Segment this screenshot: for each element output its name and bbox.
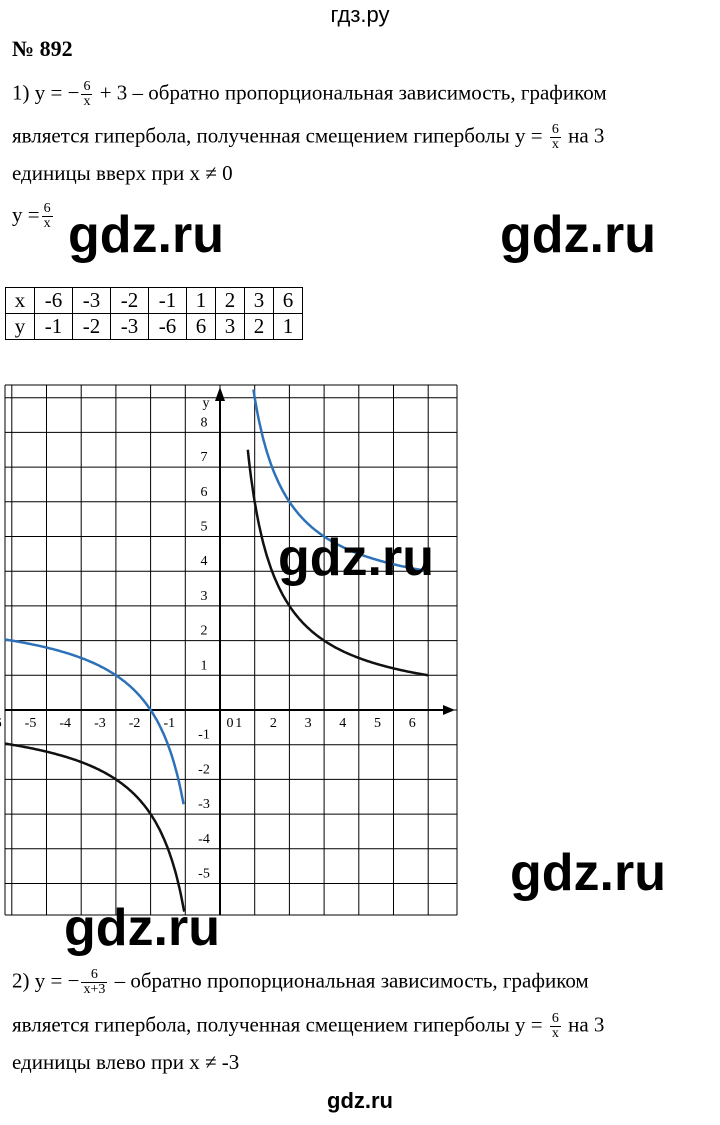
table-header-cell: y bbox=[5, 313, 35, 340]
formula-y: y = bbox=[12, 202, 40, 227]
part1-line3: единицы вверх при x ≠ 0 bbox=[12, 161, 233, 185]
formula-den: x bbox=[41, 216, 53, 231]
y-tick-label: -2 bbox=[198, 762, 210, 777]
x-tick-label: -3 bbox=[94, 716, 106, 731]
watermark: gdz.ru bbox=[64, 899, 220, 957]
y-tick-label: -5 bbox=[198, 867, 210, 882]
y-tick-label: -4 bbox=[198, 832, 210, 847]
table-cell: 6 bbox=[273, 287, 303, 314]
table-cell: -1 bbox=[34, 313, 73, 340]
watermark: gdz.ru bbox=[68, 206, 224, 264]
y-axis-arrow bbox=[215, 387, 225, 401]
watermark: gdz.ru bbox=[510, 844, 666, 902]
table-cell: 1 bbox=[186, 287, 216, 314]
part2-frac-den: x+3 bbox=[81, 982, 108, 997]
x-tick-label: 2 bbox=[270, 716, 277, 731]
watermark: gdz.ru bbox=[278, 529, 434, 587]
y-tick-label: 1 bbox=[201, 658, 208, 673]
part1-frac-num: 6 bbox=[83, 79, 91, 94]
part1-line2-frac-num: 6 bbox=[551, 122, 559, 137]
x-tick-label: -5 bbox=[25, 716, 37, 731]
x-axis-arrow bbox=[443, 705, 455, 715]
x-tick-label: 5 bbox=[374, 716, 381, 731]
part1-line2: является гипербола, полученная смещением… bbox=[12, 123, 604, 152]
part2-line2-frac-num: 6 bbox=[551, 1011, 559, 1026]
footer: gdz.ru bbox=[327, 1088, 393, 1113]
table-cell: -6 bbox=[148, 313, 187, 340]
table-cell: 2 bbox=[215, 287, 245, 314]
grid bbox=[4, 384, 458, 916]
y-tick-label: -1 bbox=[198, 728, 210, 743]
hyperbola-graph: y 0 -6 -5 -4 -3 -2 -1 1 2 3 4 5 6 1 2 3 4 5 6 7 8 -1 -2 -3 -4 -5 bbox=[0, 384, 458, 916]
task-number: № 892 bbox=[12, 36, 73, 61]
blue-curve-left bbox=[4, 638, 185, 805]
part1-label: 1) y = − bbox=[12, 80, 80, 105]
part2-line3: единицы влево при x ≠ -3 bbox=[12, 1050, 240, 1074]
blue-curve-right bbox=[252, 389, 429, 573]
table-header-cell: x bbox=[5, 287, 35, 314]
y-tick-label: -3 bbox=[198, 797, 210, 812]
part1-line2-text: является гипербола, полученная смещением… bbox=[12, 123, 543, 148]
part2-frac-num: 6 bbox=[90, 967, 98, 982]
table-cell: 3 bbox=[244, 287, 274, 314]
table-cell: 6 bbox=[186, 313, 216, 340]
part2-rest: – обратно пропорциональная зависимость, … bbox=[114, 968, 589, 993]
y-tick-label: 4 bbox=[201, 554, 208, 569]
x-tick-label: -2 bbox=[129, 716, 141, 731]
part1-line2-frac-den: x bbox=[549, 137, 561, 152]
part2-line2-text: является гипербола, полученная смещением… bbox=[12, 1012, 543, 1037]
table-cell: -3 bbox=[72, 287, 111, 314]
y-tick-label: 6 bbox=[201, 485, 208, 500]
part1-frac-den: x bbox=[81, 94, 93, 109]
table-cell: -6 bbox=[34, 287, 73, 314]
x-tick-label: 3 bbox=[305, 716, 312, 731]
table-cell: -2 bbox=[110, 287, 149, 314]
part2-line2-frac-den: x bbox=[549, 1026, 561, 1041]
table-cell: 3 bbox=[215, 313, 245, 340]
y-axis-label: y bbox=[203, 396, 210, 411]
table-cell: -1 bbox=[148, 287, 187, 314]
part2-line2-rest: на 3 bbox=[568, 1012, 605, 1037]
table-cell: -3 bbox=[110, 313, 149, 340]
part2-line2: является гипербола, полученная смещением… bbox=[12, 1012, 604, 1041]
y-tick-label: 8 bbox=[201, 415, 208, 430]
x-tick-label: -4 bbox=[59, 716, 71, 731]
y-tick-label: 5 bbox=[201, 520, 208, 535]
axis-labels: y 0 -6 -5 -4 -3 -2 -1 1 2 3 4 5 6 1 2 3 4 5 6 7 8 -1 -2 -3 -4 -5 bbox=[0, 396, 416, 882]
table-cell: -2 bbox=[72, 313, 111, 340]
x-tick-label: -1 bbox=[163, 716, 175, 731]
origin-label: 0 bbox=[227, 716, 234, 731]
part1-rest: + 3 – обратно пропорциональная зависимос… bbox=[99, 80, 607, 105]
part2-label: 2) y = − bbox=[12, 968, 80, 993]
table-cell: 1 bbox=[273, 313, 303, 340]
black-curve-right bbox=[246, 449, 429, 677]
x-tick-label: 4 bbox=[339, 716, 346, 731]
x-tick-label: 1 bbox=[235, 716, 242, 731]
black-curve-left bbox=[4, 742, 186, 912]
site-title: гдз.ру bbox=[330, 2, 390, 27]
table-cell: 2 bbox=[244, 313, 274, 340]
y-tick-label: 2 bbox=[201, 624, 208, 639]
y-tick-label: 7 bbox=[201, 450, 208, 465]
x-tick-label: -6 bbox=[0, 716, 2, 731]
watermark: gdz.ru bbox=[500, 206, 656, 264]
x-tick-label: 6 bbox=[409, 716, 416, 731]
part1-line2-rest: на 3 bbox=[568, 123, 605, 148]
y-tick-label: 3 bbox=[201, 589, 208, 604]
formula-num: 6 bbox=[43, 201, 51, 216]
